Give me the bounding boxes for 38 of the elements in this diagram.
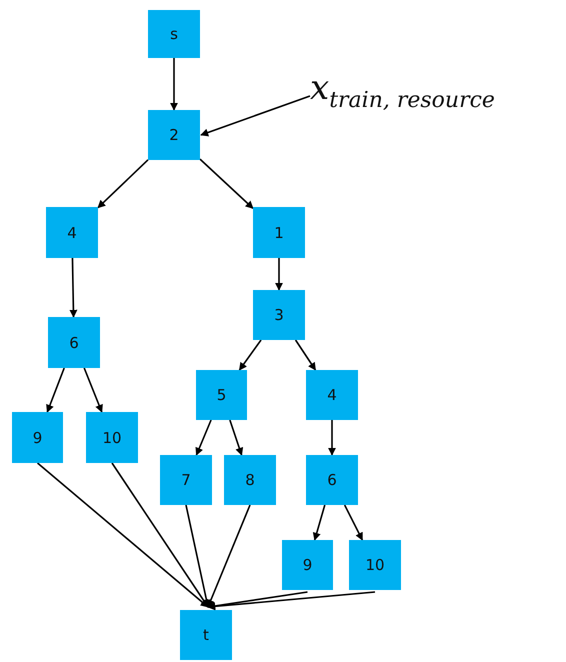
graph-node: t [180,610,232,660]
arrow [238,340,262,371]
arrow [199,158,254,209]
arrow [207,591,308,610]
arrow [344,504,364,541]
arrow [46,368,65,413]
graph-node: 7 [160,455,212,505]
arrow [196,420,212,456]
arrow [170,58,178,111]
arrow [229,420,244,456]
graph-node: 5 [196,370,247,420]
graph-node: 4 [306,370,358,420]
arrow [207,504,251,608]
arrow [200,95,310,136]
graph-node: 4 [46,207,98,258]
graph-node: 9 [12,412,63,463]
graph-node: 6 [48,317,100,368]
arrow [97,159,149,208]
arrow [69,258,78,318]
graph-node: s [148,10,200,58]
arrow [83,368,103,413]
arrow [294,340,316,371]
graph-node: 6 [306,455,358,505]
arrow [207,591,376,610]
graph-node: 1 [253,207,305,258]
arrow [185,504,210,608]
arrow [312,504,326,541]
arrow [111,462,209,608]
arrow [36,462,209,608]
graph-node: 3 [253,290,305,340]
graph-node: 8 [224,455,276,505]
arrow [275,258,283,291]
graph-node: 10 [349,540,401,590]
graph-node: 2 [148,110,200,160]
arrow [328,420,336,456]
variable-label: x$_{train, resource}$ [310,68,495,113]
graph-node: 9 [282,540,333,590]
graph-node: 10 [86,412,138,463]
